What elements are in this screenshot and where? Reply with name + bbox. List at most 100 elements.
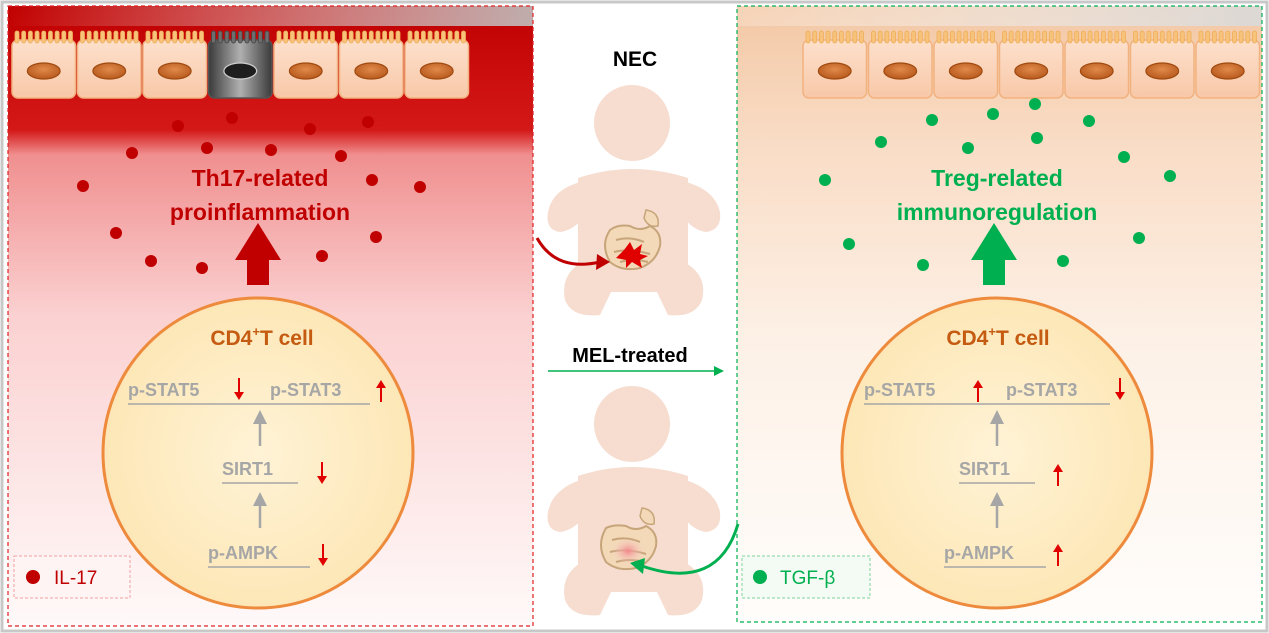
- il17-dot: [316, 250, 328, 262]
- right-panel: Treg-related immunoregulation CD4+T cell…: [736, 5, 1263, 623]
- right-arrow-sirt1-to-stat: [990, 410, 1004, 446]
- left-stat5: p-STAT5: [128, 380, 199, 400]
- tgfb-dot: [1118, 151, 1130, 163]
- left-microvilli: [14, 30, 73, 44]
- left-epithelial-cell: [338, 30, 404, 99]
- left-panel: Th17-related proinflammation CD4+T cell …: [7, 5, 534, 627]
- right-microvilli: [1198, 30, 1257, 44]
- left-legend-label: IL-17: [54, 568, 97, 589]
- tgfb-dot: [819, 174, 831, 186]
- left-title-line2: proinflammation: [170, 199, 350, 225]
- left-microvilli: [276, 30, 335, 44]
- tgfb-dot: [1083, 115, 1095, 127]
- il17-dot: [110, 227, 122, 239]
- right-microvilli: [1133, 30, 1192, 44]
- tgfb-dot: [1031, 132, 1043, 144]
- right-title-line1: Treg-related: [931, 165, 1063, 191]
- left-ampk: p-AMPK: [208, 543, 278, 563]
- tgfb-dot: [926, 114, 938, 126]
- left-up-arrow: [235, 223, 281, 285]
- il17-dot: [265, 144, 277, 156]
- mel-treated-label: MEL-treated: [572, 345, 688, 367]
- right-tgfb-dots: [819, 98, 1176, 271]
- nec-intestine-icon: [604, 209, 662, 271]
- right-top-strip: [737, 6, 1262, 26]
- inflammation-burst-icon: [616, 242, 648, 268]
- left-epithelial-cell: [142, 30, 208, 99]
- left-microvilli: [145, 30, 204, 44]
- left-cd4-cell: [101, 296, 415, 610]
- left-il17-dots: [77, 112, 426, 274]
- right-legend-label: TGF-β: [780, 568, 835, 589]
- il17-dot: [77, 180, 89, 192]
- right-sirt1: SIRT1: [959, 459, 1010, 479]
- right-sirt1-up-arrow: [1053, 464, 1063, 486]
- il17-dot: [145, 255, 157, 267]
- right-microvilli: [1067, 30, 1126, 44]
- left-arrow-sirt1-to-stat: [253, 410, 267, 446]
- tgfb-dot: [875, 136, 887, 148]
- left-stat5-down-arrow: [234, 378, 244, 400]
- il17-dot: [196, 262, 208, 274]
- right-cell-nucleus: [948, 62, 983, 80]
- mel-treated-infant: [547, 386, 721, 616]
- right-stat3: p-STAT3: [1006, 380, 1077, 400]
- healing-glow-icon: [612, 538, 644, 564]
- right-cell-nucleus: [883, 62, 918, 80]
- nec-infant: [547, 85, 721, 316]
- il17-dot: [172, 120, 184, 132]
- tgfb-dot: [1164, 170, 1176, 182]
- left-stat3: p-STAT3: [270, 380, 341, 400]
- left-cell-label: CD4+T cell: [210, 324, 313, 350]
- left-sirt1-down-arrow: [317, 462, 327, 484]
- right-microvilli: [871, 30, 930, 44]
- mel-treated-intestine-icon: [600, 507, 658, 571]
- left-microvilli: [407, 30, 466, 44]
- right-epithelial-cell: [1064, 30, 1130, 99]
- left-cell-nucleus: [354, 62, 389, 80]
- nec-inflammation-curve: [535, 237, 601, 266]
- right-epithelial-cell: [1129, 30, 1195, 99]
- tgfb-legend-dot: [753, 570, 767, 584]
- tgfb-dot: [917, 259, 929, 271]
- il17-dot: [226, 112, 238, 124]
- left-epithelial-cell: [273, 30, 339, 99]
- left-microvilli: [80, 30, 139, 44]
- mel-healing-arrowhead: [630, 558, 645, 574]
- tgfb-dot: [1133, 232, 1145, 244]
- right-epithelial-cell: [802, 30, 868, 99]
- left-ampk-down-arrow: [318, 544, 328, 566]
- left-cell-nucleus: [223, 62, 258, 80]
- left-epithelial-cell: [404, 30, 470, 99]
- right-cell-nucleus: [1210, 62, 1245, 80]
- right-cell-nucleus: [817, 62, 852, 80]
- right-epithelial-cell: [933, 30, 999, 99]
- mel-healing-curve: [641, 523, 740, 575]
- right-up-arrow: [971, 223, 1017, 285]
- right-cell-nucleus: [1145, 62, 1180, 80]
- tgfb-dot: [962, 142, 974, 154]
- left-epithelial-cell: [76, 30, 142, 99]
- tgfb-dot: [843, 238, 855, 250]
- left-cell-nucleus: [26, 62, 61, 80]
- left-microvilli: [342, 30, 401, 44]
- right-cell-nucleus: [1079, 62, 1114, 80]
- nec-label: NEC: [613, 48, 657, 71]
- left-top-strip: [8, 6, 533, 26]
- right-epithelium: [802, 30, 1261, 99]
- right-epithelial-cell: [998, 30, 1064, 99]
- left-arrow-ampk-to-sirt1: [253, 492, 267, 528]
- right-stat5-up-arrow: [973, 380, 983, 402]
- left-epithelium: [11, 30, 470, 99]
- il17-dot: [414, 181, 426, 193]
- il17-dot: [362, 116, 374, 128]
- il17-dot: [304, 123, 316, 135]
- il17-dot: [370, 231, 382, 243]
- left-sirt1: SIRT1: [222, 459, 273, 479]
- nec-inflammation-arrowhead: [596, 254, 610, 270]
- tgfb-dot: [1029, 98, 1041, 110]
- left-title-line1: Th17-related: [192, 165, 329, 191]
